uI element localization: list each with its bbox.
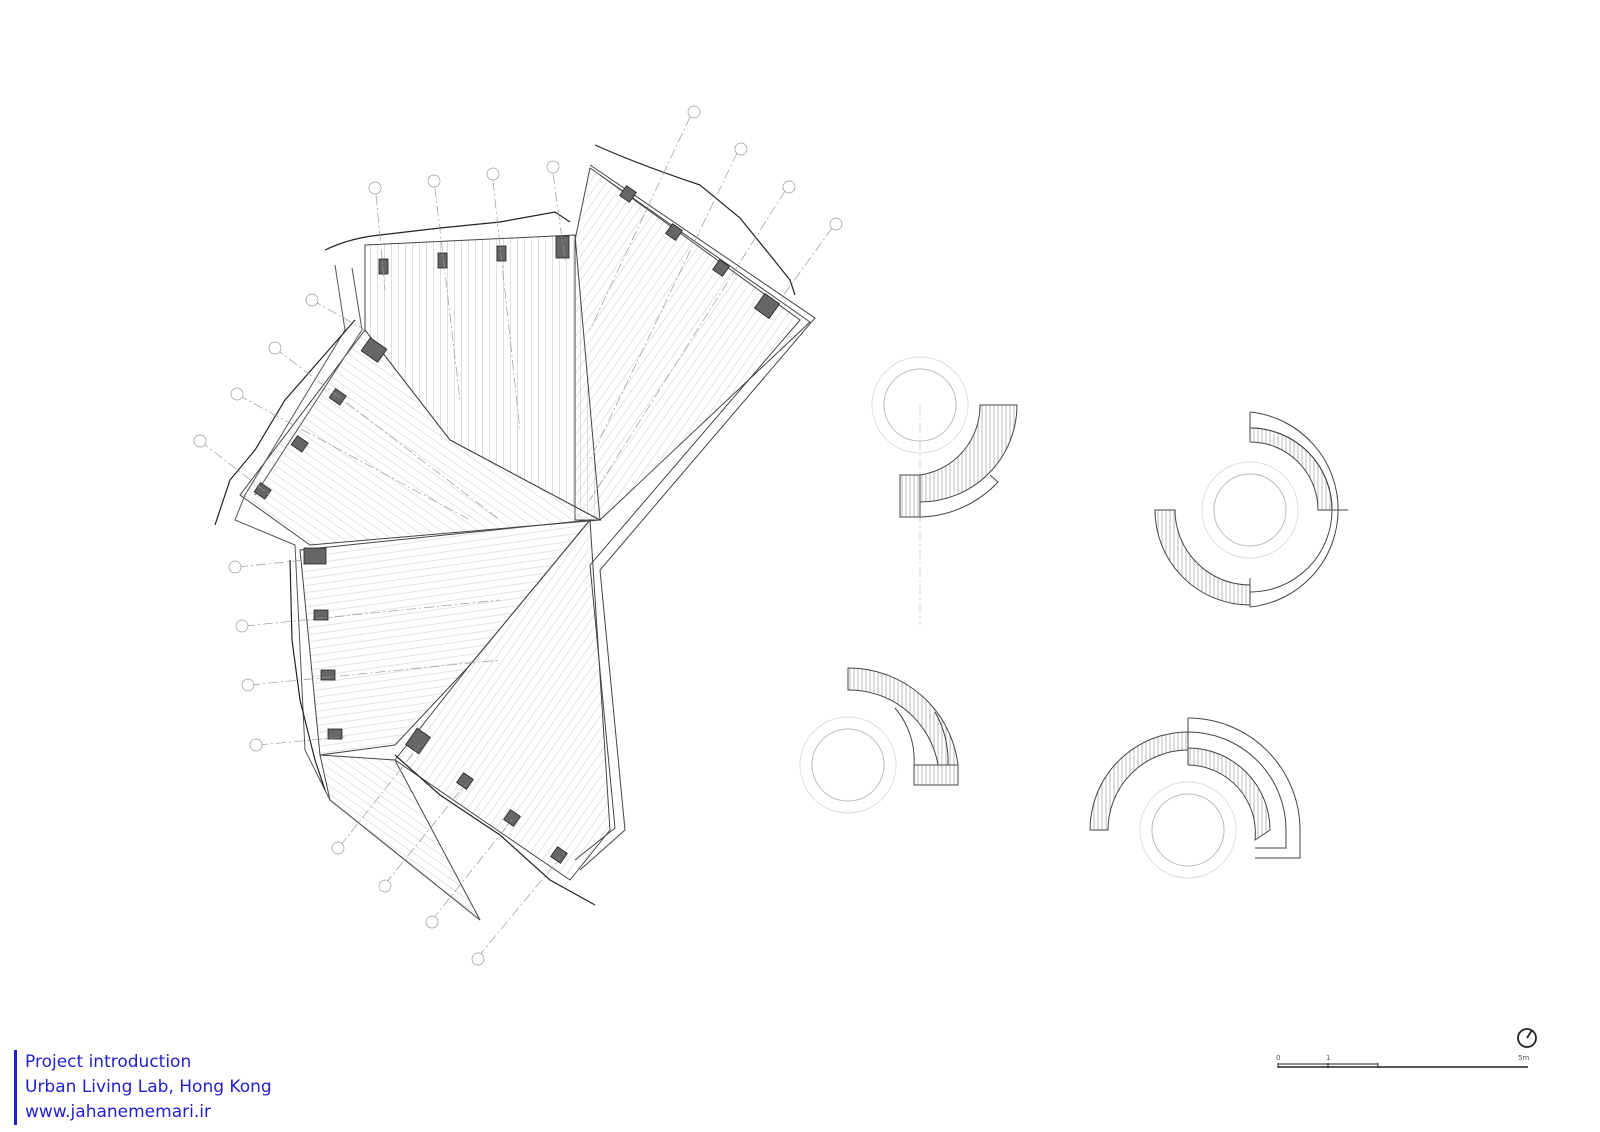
caption-line-project-name: Urban Living Lab, Hong Kong <box>25 1077 272 1097</box>
deck-arm-northwest <box>239 329 602 546</box>
shoreline-north <box>324 211 571 251</box>
seating-element-1 <box>871 356 1018 625</box>
caption-line-website[interactable]: www.jahanememari.ir <box>25 1102 211 1122</box>
deck-arm-northeast <box>574 167 811 521</box>
project-caption: Project introduction Urban Living Lab, H… <box>14 1050 272 1125</box>
grid-bubbles <box>193 105 843 966</box>
seating-element-3 <box>799 667 959 814</box>
seating-element-4 <box>1089 717 1301 879</box>
caption-line-project-introduction: Project introduction <box>25 1052 192 1072</box>
column-footings <box>253 185 781 864</box>
deck-plan <box>193 105 843 966</box>
shoreline-west <box>214 319 356 526</box>
north-arrow-icon <box>1517 1028 1537 1048</box>
scale-label-5m: 5m <box>1518 1054 1529 1062</box>
scale-label-0: 0 <box>1276 1054 1280 1062</box>
deck-arm-south <box>394 518 611 881</box>
grid-lines <box>199 116 833 958</box>
seating-element-2 <box>1154 411 1348 608</box>
shoreline-southwest <box>289 559 326 791</box>
shoreline-northeast <box>594 144 796 296</box>
scale-label-1: 1 <box>1326 1054 1330 1062</box>
scale-bar <box>1277 1063 1528 1068</box>
deck-arm-west <box>299 519 592 756</box>
